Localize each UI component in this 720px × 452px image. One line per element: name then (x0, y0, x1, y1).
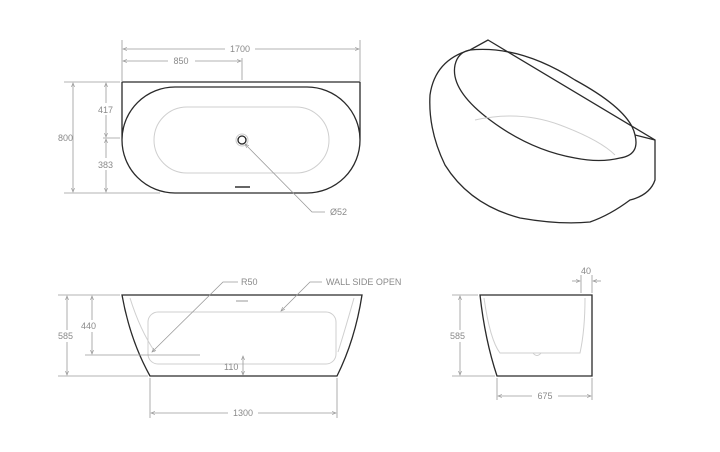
side-view-outline (479, 294, 593, 377)
iso-rim (453, 48, 637, 162)
dim-850: 850 (173, 56, 188, 66)
dim-r50: R50 (241, 277, 258, 287)
dim-800: 800 (58, 133, 73, 143)
side-view: 585 675 40 (449, 266, 601, 401)
top-view-outline (121, 82, 361, 194)
side-view-basin (483, 297, 586, 354)
drain-ring (235, 133, 249, 147)
dim-417: 417 (98, 105, 113, 115)
top-view: 1700 850 800 417 383 Ø52 (58, 40, 361, 217)
front-view-outline (121, 294, 363, 377)
front-view: 585 440 110 1300 R50 WALL SIDE OPEN (56, 277, 401, 418)
dim-110: 110 (224, 362, 238, 372)
dim-1300: 1300 (233, 408, 253, 418)
top-view-basin (153, 106, 330, 174)
iso-view (429, 39, 656, 224)
iso-outline (429, 39, 656, 224)
dim-585-front: 585 (58, 331, 73, 341)
dim-drain-diameter: Ø52 (330, 207, 347, 217)
dim-675: 675 (537, 391, 552, 401)
iso-basin (474, 115, 616, 156)
dim-1700: 1700 (230, 44, 250, 54)
dim-585-side: 585 (450, 331, 465, 341)
dim-40: 40 (581, 266, 591, 276)
front-view-basin (147, 311, 337, 365)
dim-440: 440 (81, 321, 96, 331)
wall-side-open-note: WALL SIDE OPEN (326, 277, 401, 287)
dim-383: 383 (98, 160, 113, 170)
drain-icon (237, 135, 247, 145)
